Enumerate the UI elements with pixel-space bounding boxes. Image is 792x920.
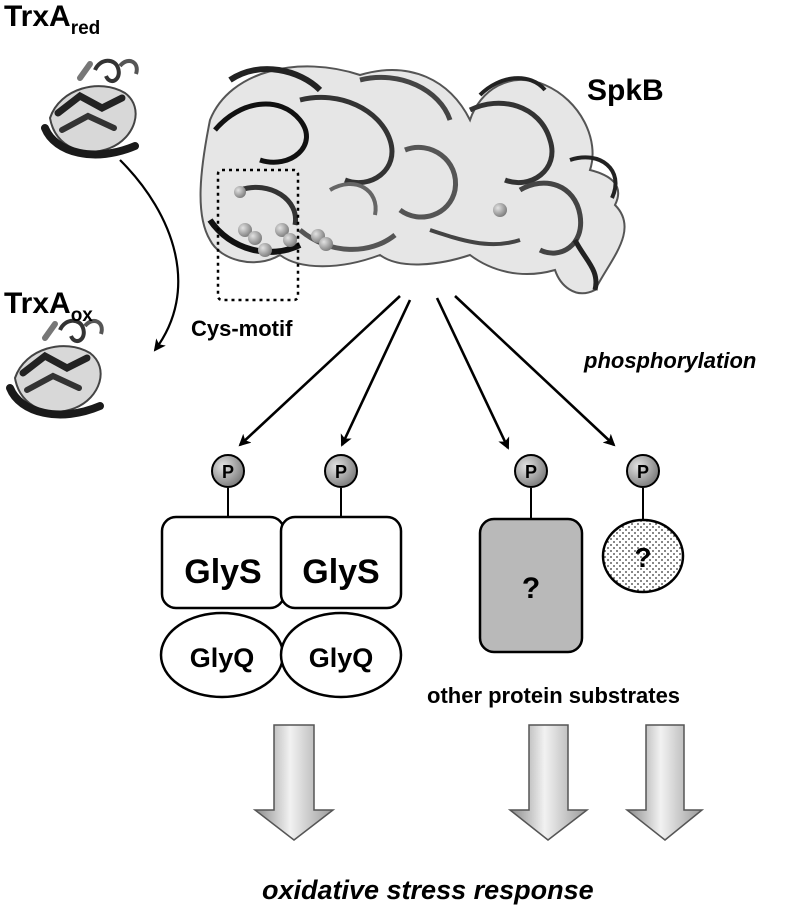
phosphorylation-label: phosphorylation	[584, 348, 757, 373]
cys-motif-label: Cys-motif	[191, 316, 293, 341]
trxa-red-main-text: TrxA	[4, 0, 71, 33]
oxidative-stress-label: oxidative stress response	[262, 875, 594, 905]
other-substrates-label: other protein substrates	[427, 683, 681, 708]
trxa-ox-main-text: TrxA	[4, 287, 71, 320]
phospho-arrow-2	[340, 299, 412, 447]
phospho-label-3: P	[525, 462, 537, 482]
phospho-label-1: P	[222, 462, 234, 482]
phospho-arrow-1	[238, 295, 401, 447]
unknown-substrate-ellipse	[601, 518, 685, 594]
phospho-group-2: P	[324, 454, 358, 488]
trxa-ox-label: TrxAox	[4, 287, 93, 326]
glyq-left-label: GlyQ	[190, 643, 255, 673]
stress-arrow-middle	[507, 724, 590, 841]
glyq-right-ellipse	[279, 611, 403, 699]
phospho-label-4: P	[637, 462, 649, 482]
glys-right-label: GlyS	[302, 553, 379, 591]
trxa-ox-subscript: ox	[70, 305, 93, 326]
unknown-box-label: ?	[522, 572, 540, 605]
glys-right-box	[279, 515, 403, 610]
glys-left-label: GlyS	[184, 553, 261, 591]
spkb-label: SpkB	[587, 74, 664, 107]
phospho-group-4: P	[626, 454, 660, 488]
phospho-arrow-3	[435, 297, 510, 450]
reduction-oxidation-arrow	[119, 159, 180, 352]
stress-arrow-left	[252, 724, 336, 841]
spkb-structure-icon	[199, 65, 626, 295]
glyq-right-label: GlyQ	[309, 643, 374, 673]
unknown-ellipse-label: ?	[634, 542, 651, 573]
trxa-red-structure-icon	[41, 58, 139, 159]
phospho-arrow-4	[454, 295, 616, 447]
phospho-group-3: P	[514, 454, 548, 488]
trxa-ox-structure-icon	[6, 318, 104, 419]
trxa-red-subscript: red	[70, 18, 101, 39]
unknown-substrate-box	[478, 517, 584, 654]
phospho-group-1: P	[211, 454, 245, 488]
stress-arrow-right	[624, 724, 705, 841]
trxa-red-label: TrxAred	[4, 0, 100, 39]
phospho-label-2: P	[335, 462, 347, 482]
cys-motif-highlight-box	[216, 168, 300, 302]
